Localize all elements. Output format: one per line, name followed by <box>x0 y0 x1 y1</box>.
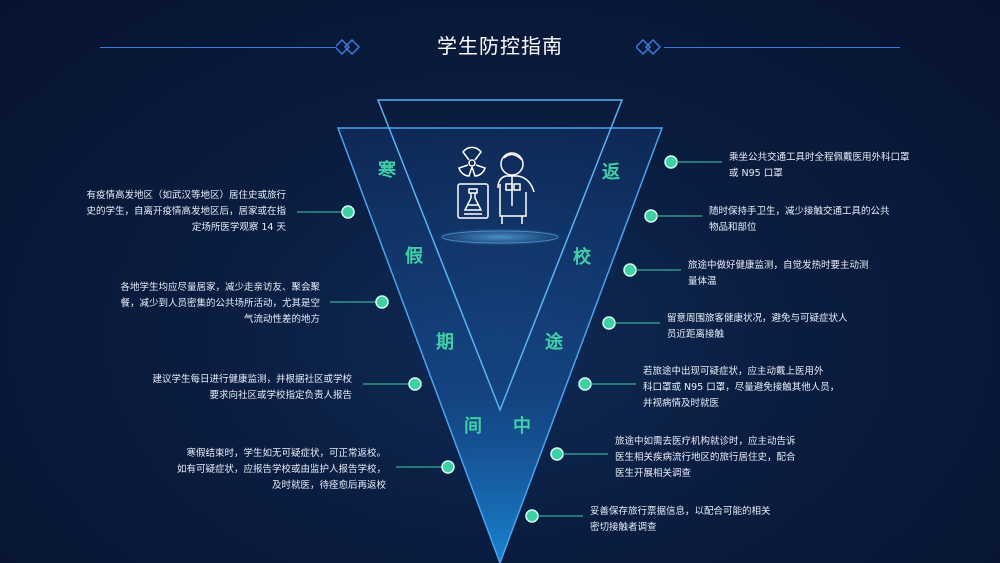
lab-flask-icon <box>457 183 489 219</box>
left-char-1: 寒 <box>378 160 396 181</box>
right-char-2: 校 <box>573 247 591 268</box>
page-title: 学生防控指南 <box>437 34 563 58</box>
title-right-diamond-icon <box>636 39 662 55</box>
right-char-4: 中 <box>513 416 531 437</box>
left-char-4: 间 <box>464 416 482 437</box>
title-left-line <box>100 47 336 48</box>
right-item-2: 随时保持手卫生，减少接触交通工具的公共 物品和部位 <box>709 206 890 233</box>
right-item-5: 若旅途中出现可疑症状，应主动戴上医用外 科口罩或 N95 口罩，尽量避免接触其他… <box>643 366 840 409</box>
inner-triangle <box>376 99 624 413</box>
left-char-3: 期 <box>436 332 454 353</box>
left-item-2: 各地学生均应尽量居家，减少走亲访友、聚会聚 餐，减少到人员密集的公共场所活动，尤… <box>120 282 320 325</box>
left-item-3: 建议学生每日进行健康监测，并根据社区或学校 要求向社区或学校指定负责人报告 <box>152 374 352 401</box>
title-right-line <box>664 47 900 48</box>
right-item-7: 妥善保存旅行票据信息，以配合可能的相关 密切接触者调查 <box>590 506 771 533</box>
right-char-3: 途 <box>545 332 563 353</box>
left-item-4: 寒假结束时，学生如无可疑症状，可正常返校。 如有可疑症状，应报告学校或由监护人报… <box>176 448 386 491</box>
outer-triangle <box>336 127 664 563</box>
biohazard-icon <box>458 146 486 177</box>
right-item-4: 留意周围旅客健康状况，避免与可疑症状人 员近距离接触 <box>667 313 848 340</box>
right-item-3: 旅途中做好健康监测，自觉发热时要主动测 量体温 <box>688 260 869 287</box>
right-item-1: 乘坐公共交通工具时全程佩戴医用外科口罩 或 N95 口罩 <box>729 152 910 179</box>
right-item-6: 旅途中如需去医疗机构就诊时，应主动告诉 医生相关疾病流行地区的旅行居住史，配合 … <box>615 436 796 479</box>
left-connectors <box>297 205 455 474</box>
person-icon <box>497 152 535 224</box>
title-left-diamond-icon <box>336 39 361 55</box>
left-char-2: 假 <box>405 246 423 267</box>
right-connectors <box>525 155 722 523</box>
left-item-1: 有疫情高发地区（如武汉等地区）居住史或旅行 史的学生，自离开疫情高发地区后，居家… <box>86 190 286 233</box>
right-char-1: 返 <box>602 162 620 183</box>
